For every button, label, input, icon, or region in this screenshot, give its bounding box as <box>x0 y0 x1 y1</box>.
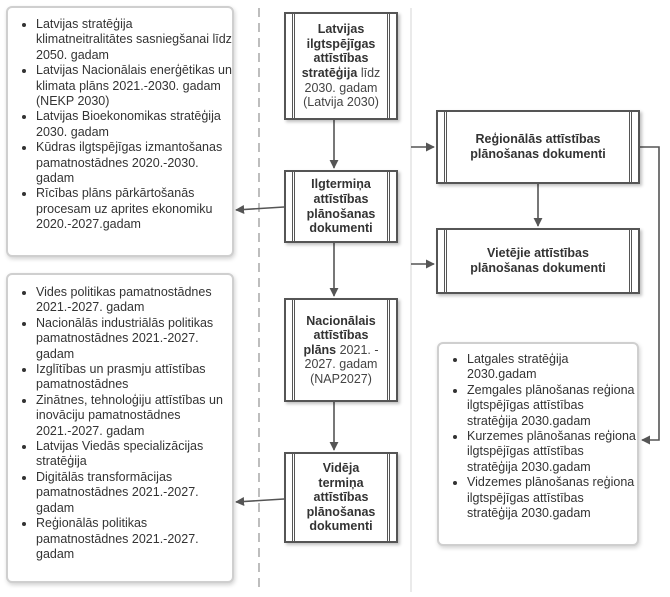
arrow-regional-to-region-list <box>640 146 660 445</box>
list-item: Kūdras ilgtspējīgas izmantošanas pamatno… <box>36 140 232 186</box>
right-bottom-list: Latgales stratēģija 2030.gadam Zemgales … <box>439 352 637 521</box>
node-title: Ilgtermiņa attīstības plānošanas dokumen… <box>306 177 376 236</box>
node-mid-term-docs: Vidēja termiņa attīstības plānošanas dok… <box>284 452 398 543</box>
node-title: Vietējie attīstības plānošanas dokumenti <box>470 246 606 275</box>
right-bottom-list-box: Latgales stratēģija 2030.gadam Zemgales … <box>437 342 639 546</box>
arrow-longterm-to-left-list <box>235 205 285 214</box>
list-item: Latvijas Bioekonomikas stratēģija 2030. … <box>36 109 232 140</box>
list-item: Zemgales plānošanas reģiona ilgtspējīgas… <box>467 383 637 429</box>
list-item: Vidzemes plānošanas reģiona ilgtspējīgas… <box>467 475 637 521</box>
node-title: Latvijas ilgtspējīgas attīstības stratēģ… <box>301 22 376 80</box>
list-item: Latvijas stratēģija klimatneitralitātes … <box>36 17 232 63</box>
list-item: Latvijas Nacionālais enerģētikas un klim… <box>36 63 232 109</box>
node-title: Vidēja termiņa attīstības plānošanas dok… <box>306 461 376 534</box>
list-item: Rīcības plāns pārkārtošanās procesam uz … <box>36 186 232 232</box>
left-top-list-box: Latvijas stratēģija klimatneitralitātes … <box>6 6 234 257</box>
arrow-midterm-to-left-list <box>235 497 285 506</box>
node-sustainable-strategy: Latvijas ilgtspējīgas attīstības stratēģ… <box>284 12 398 120</box>
node-title: Reģionālās attīstības plānošanas dokumen… <box>470 132 606 161</box>
list-item: Latgales stratēģija 2030.gadam <box>467 352 637 383</box>
node-subtitle: līdz 2030. gadam (Latvija 2030) <box>303 66 381 110</box>
node-local-docs: Vietējie attīstības plānošanas dokumenti <box>436 228 640 294</box>
list-item: Kurzemes plānošanas reģiona ilgtspējīgas… <box>467 429 637 475</box>
node-long-term-docs: Ilgtermiņa attīstības plānošanas dokumen… <box>284 170 398 243</box>
left-top-list: Latvijas stratēģija klimatneitralitātes … <box>8 17 232 233</box>
list-item: Zinātnes, tehnoloģiju attīstības un inov… <box>36 393 232 439</box>
list-item: Izglītības un prasmju attīstības pamatno… <box>36 362 232 393</box>
node-subtitle: 2021. - 2027. gadam (NAP2027) <box>304 342 379 386</box>
list-item: Digitālās transformācijas pamatnostādnes… <box>36 470 232 516</box>
left-bottom-list: Vides politikas pamatnostādnes 2021.-202… <box>8 285 232 562</box>
list-item: Latvijas Viedās specializācijas stratēģi… <box>36 439 232 470</box>
node-regional-docs: Reģionālās attīstības plānošanas dokumen… <box>436 110 640 184</box>
node-national-plan: Nacionālais attīstības plāns 2021. - 202… <box>284 298 398 402</box>
list-item: Nacionālās industriālās politikas pamatn… <box>36 316 232 362</box>
node-title: Nacionālais attīstības plāns <box>303 313 376 357</box>
list-item: Reģionālās politikas pamatnostādnes 2021… <box>36 516 232 562</box>
list-item: Vides politikas pamatnostādnes 2021.-202… <box>36 285 232 316</box>
left-bottom-list-box: Vides politikas pamatnostādnes 2021.-202… <box>6 273 234 583</box>
